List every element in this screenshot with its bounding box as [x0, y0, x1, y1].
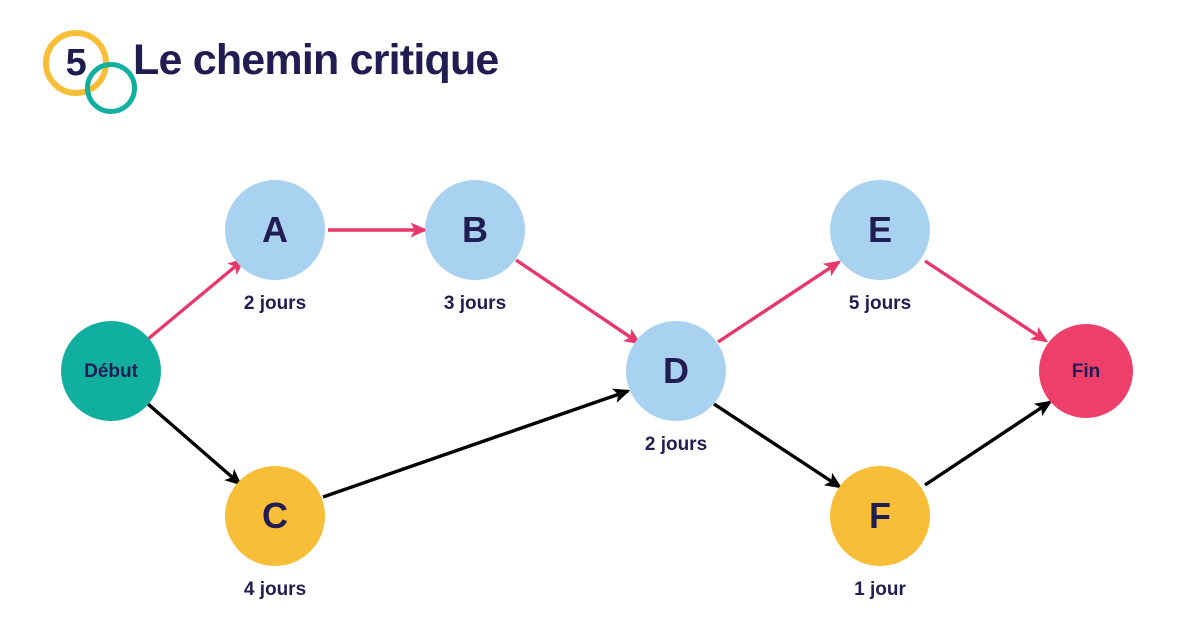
- edge-D-to-E: [717, 260, 842, 344]
- edge-start-to-C: [146, 402, 242, 486]
- node-E-duration: 5 jours: [848, 293, 912, 314]
- edge-B-to-D: [515, 258, 642, 345]
- node-A[interactable]: A: [225, 180, 325, 280]
- node-D-duration: 2 jours: [644, 434, 708, 455]
- node-D-label: D: [663, 350, 689, 391]
- edge-D-to-F: [713, 402, 843, 489]
- page-title: Le chemin critique: [133, 36, 499, 84]
- node-start-label: Début: [84, 360, 138, 382]
- node-start[interactable]: Début: [61, 321, 161, 421]
- node-D[interactable]: D: [626, 321, 726, 421]
- node-C-label: C: [262, 495, 288, 536]
- node-C-duration: 4 jours: [243, 579, 307, 600]
- node-F-duration: 1 jour: [854, 579, 906, 600]
- node-end[interactable]: Fin: [1039, 324, 1133, 418]
- node-F[interactable]: F: [830, 466, 930, 566]
- step-number: 5: [65, 41, 87, 84]
- node-A-duration: 2 jours: [243, 293, 307, 314]
- edge-start-to-A: [146, 258, 245, 341]
- edge-C-to-D: [322, 388, 631, 499]
- step-badge: 5: [40, 26, 140, 118]
- node-B-duration: 3 jours: [443, 293, 507, 314]
- node-C[interactable]: C: [225, 466, 325, 566]
- node-E[interactable]: E: [830, 180, 930, 280]
- node-E-label: E: [867, 209, 892, 250]
- node-end-label: Fin: [1071, 360, 1101, 382]
- node-A-label: A: [262, 209, 288, 250]
- node-B[interactable]: B: [425, 180, 525, 280]
- badge-inner-ring-icon: [85, 62, 137, 114]
- node-F-label: F: [869, 495, 891, 536]
- edge-E-to-end: [924, 259, 1049, 343]
- node-B-label: B: [462, 209, 488, 250]
- edge-F-to-end: [924, 400, 1053, 487]
- page-header: 5 Le chemin critique: [0, 0, 1200, 130]
